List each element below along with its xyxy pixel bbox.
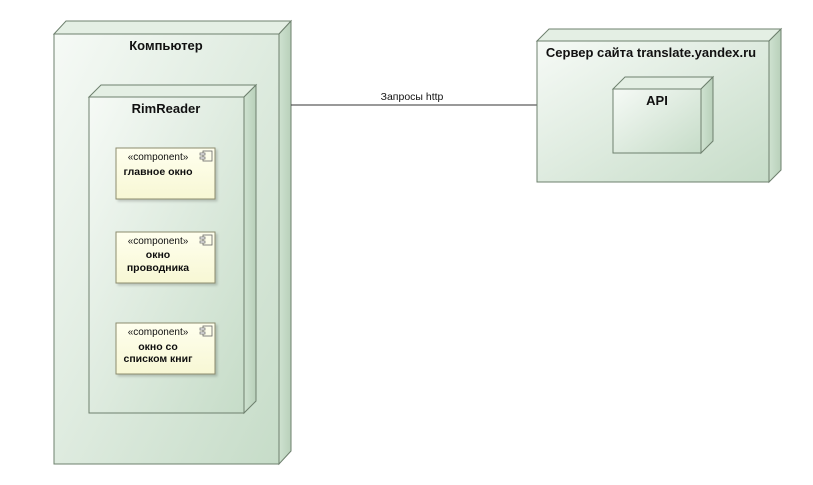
component-stereotype: «component» bbox=[128, 327, 189, 338]
component-explorer-window[interactable]: «component» окно проводника bbox=[115, 231, 216, 284]
component-icon bbox=[199, 150, 213, 162]
component-stereotype: «component» bbox=[128, 236, 189, 247]
component-stereotype: «component» bbox=[128, 152, 189, 163]
component-name-line-1: окно bbox=[146, 249, 170, 261]
component-name: главное окно bbox=[123, 166, 192, 178]
component-icon bbox=[199, 325, 213, 337]
node-api-title: API bbox=[646, 93, 668, 108]
node-rimreader-title: RimReader bbox=[132, 101, 201, 116]
connector-http[interactable]: Запросы http bbox=[291, 91, 537, 106]
component-name-line-2: списком книг bbox=[124, 353, 194, 365]
component-main-window[interactable]: «component» главное окно bbox=[115, 147, 216, 200]
node-server-title: Сервер сайта translate.yandex.ru bbox=[546, 45, 756, 60]
component-name-line-2: проводника bbox=[127, 262, 189, 274]
node-api[interactable]: API bbox=[611, 75, 715, 155]
component-name-line-1: окно со bbox=[138, 341, 178, 353]
node-computer-title: Компьютер bbox=[129, 38, 203, 53]
component-booklist-window[interactable]: «component» окно со списком книг bbox=[115, 322, 216, 375]
component-icon bbox=[199, 234, 213, 246]
connector-label: Запросы http bbox=[381, 91, 444, 103]
